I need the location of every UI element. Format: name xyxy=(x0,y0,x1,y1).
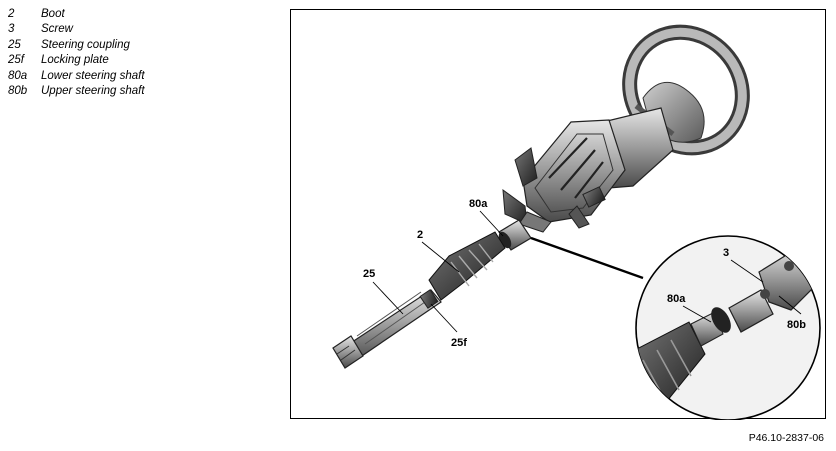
legend-item-label: Steering coupling xyxy=(41,38,130,51)
legend-item-label: Lower steering shaft xyxy=(41,69,145,82)
detail-view xyxy=(635,235,821,420)
legend-item-upper-steering-shaft: 80b Upper steering shaft xyxy=(8,84,145,99)
steering-column-housing xyxy=(502,107,674,233)
legend-item-screw: 3 Screw xyxy=(8,22,145,37)
lower-shaft xyxy=(332,289,442,369)
legend-item-label: Screw xyxy=(41,23,73,36)
figure-code: P46.10-2837-06 xyxy=(748,432,824,444)
legend-item-number: 25 xyxy=(8,38,21,51)
callout-3-detail: 3 xyxy=(723,247,729,259)
legend-item-label: Boot xyxy=(41,8,65,20)
legend-item-locking-plate: 25f Locking plate xyxy=(8,53,145,68)
legend-item-boot: 2 Boot xyxy=(8,7,145,22)
steering-column-illustration: 80a 2 25 25f 3 80a 80b xyxy=(332,24,821,420)
legend-item-lower-steering-shaft: 80a Lower steering shaft xyxy=(8,69,145,84)
callout-80a: 80a xyxy=(469,198,488,210)
legend-item-number: 25f xyxy=(8,54,24,67)
figure-frame: 80a 2 25 25f 3 80a 80b xyxy=(290,9,826,420)
callout-80a-detail: 80a xyxy=(667,293,686,305)
legend-item-steering-coupling: 25 Steering coupling xyxy=(8,38,145,53)
callout-2: 2 xyxy=(417,229,423,241)
legend-item-number: 80b xyxy=(8,85,28,98)
callout-leaders xyxy=(372,210,802,333)
legend: 2 Boot 3 Screw 25 Steering coupling 25f … xyxy=(8,7,145,99)
callout-25: 25 xyxy=(363,268,375,280)
legend-item-number: 3 xyxy=(8,23,15,36)
callout-25f: 25f xyxy=(451,337,467,349)
callout-80b-detail: 80b xyxy=(787,319,806,331)
legend-item-number: 2 xyxy=(8,8,15,20)
legend-item-label: Locking plate xyxy=(41,54,109,67)
legend-item-number: 80a xyxy=(8,69,28,82)
legend-item-label: Upper steering shaft xyxy=(41,85,145,98)
boot xyxy=(428,231,506,301)
